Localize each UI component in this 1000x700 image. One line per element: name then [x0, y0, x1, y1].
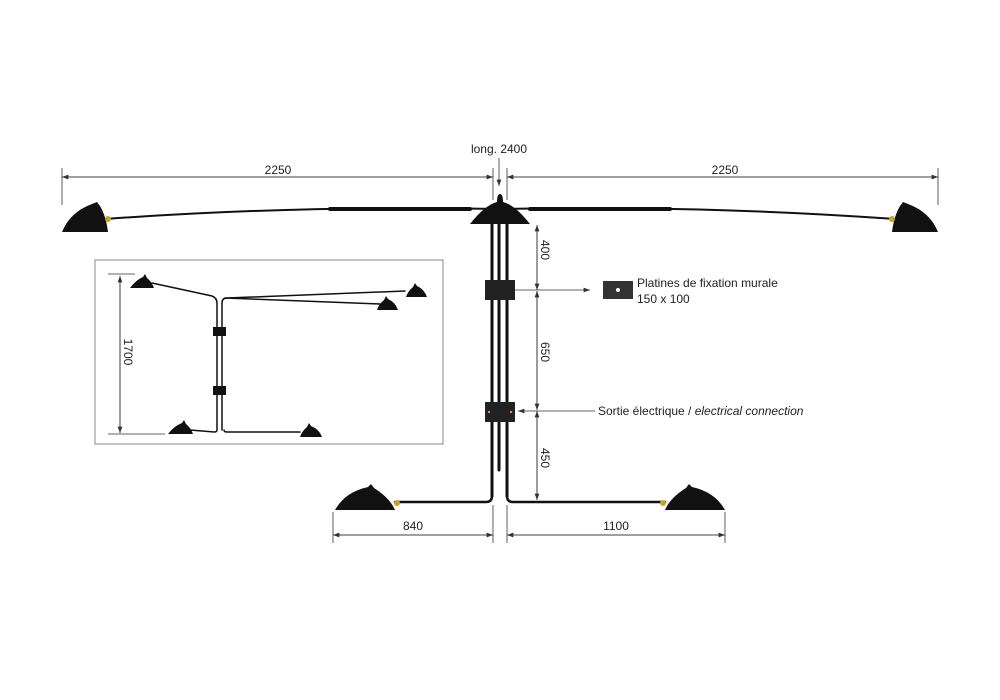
lamp-shade-icon	[130, 274, 154, 288]
dim-1700: 1700	[121, 339, 135, 366]
brass-knuckle-icon	[105, 216, 111, 222]
top-dimension: 2250 2250 long. 2400	[61, 142, 939, 205]
brass-knuckle-icon	[889, 216, 895, 222]
electrical-callout: Sortie électrique / electrical connectio…	[518, 404, 804, 418]
vertical-tubes	[335, 222, 725, 510]
mounting-plate-callout: Platines de fixation murale 150 x 100	[515, 276, 778, 306]
lamp-shade-icon	[335, 484, 395, 510]
dim-840: 840	[403, 519, 423, 533]
dim-400: 400	[538, 240, 552, 260]
vertical-dimensions: 400 650 450	[534, 225, 552, 500]
mounting-plate-size: 150 x 100	[637, 292, 690, 306]
mounting-plate-label: Platines de fixation murale	[637, 276, 778, 290]
bottom-dimensions: 840 1100	[332, 505, 726, 543]
dim-top-left: 2250	[265, 163, 292, 177]
lamp-shade-icon	[300, 423, 322, 437]
lamp-shade-icon	[62, 202, 108, 232]
lamp-shade-icon	[168, 420, 193, 434]
total-length-label: long. 2400	[471, 142, 527, 156]
lamp-shade-icon	[665, 484, 725, 510]
electrical-label: Sortie électrique / electrical connectio…	[598, 404, 804, 418]
dim-650: 650	[538, 342, 552, 362]
dim-450: 450	[538, 448, 552, 468]
lamp-shade-icon	[406, 283, 427, 297]
mounting-plate	[485, 280, 515, 300]
canopy-icon	[470, 194, 530, 224]
top-arms	[62, 194, 938, 232]
mounting-plate	[485, 402, 515, 422]
inset-view: 1700	[94, 259, 444, 445]
dim-1100: 1100	[603, 519, 629, 533]
lamp-shade-icon	[892, 202, 938, 232]
lamp-shade-icon	[377, 296, 398, 310]
dim-top-right: 2250	[712, 163, 739, 177]
